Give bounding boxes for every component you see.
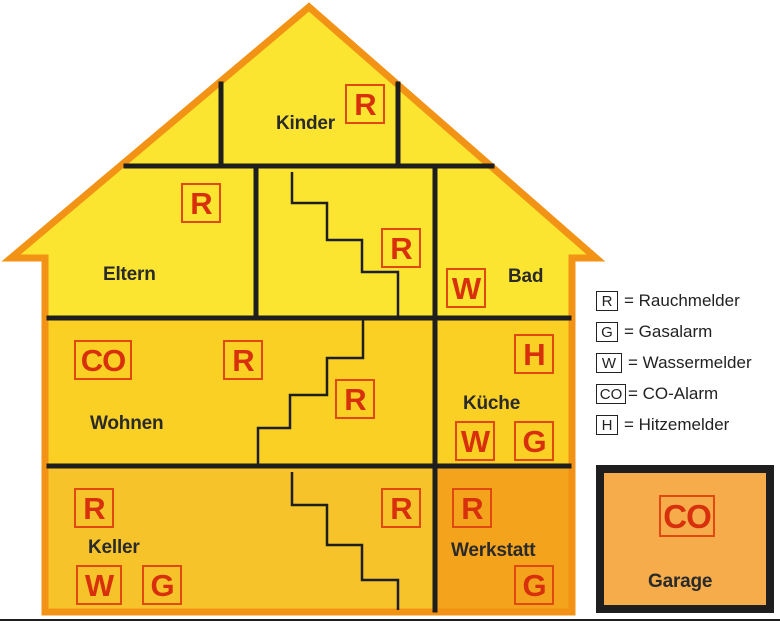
detector-wohnen-co: CO	[74, 340, 132, 380]
legend-label: = Rauchmelder	[624, 291, 740, 310]
room-label-eltern: Eltern	[103, 264, 156, 285]
detector-kueche-water: W	[455, 421, 495, 461]
legend-code-box: W	[596, 353, 622, 373]
detector-kinder-smoke: R	[345, 84, 385, 124]
ground-floor-fill	[48, 319, 569, 466]
legend-label: = Wassermelder	[628, 353, 752, 372]
detector-keller-water: W	[76, 565, 122, 605]
legend-code-box: R	[596, 291, 618, 311]
room-label-keller: Keller	[88, 537, 140, 558]
legend-code-box: H	[596, 415, 618, 435]
detector-wohnen-smoke: R	[223, 340, 263, 380]
detector-keller-gas: G	[142, 565, 182, 605]
legend-label: = Hitzemelder	[624, 415, 730, 434]
detector-bad-water: W	[446, 268, 486, 308]
legend-item: H = Hitzemelder	[596, 414, 729, 436]
room-label-kueche: Küche	[463, 393, 521, 414]
detector-stair-upper-smoke: R	[381, 228, 421, 268]
legend-item: W = Wassermelder	[596, 352, 752, 374]
workshop-fill	[437, 466, 569, 610]
legend-code-box: CO	[596, 384, 626, 404]
detector-stair-lower-smoke: R	[381, 488, 421, 528]
detector-kueche-heat: H	[514, 334, 554, 374]
detector-stair-middle-smoke: R	[335, 379, 375, 419]
room-label-werkstatt: Werkstatt	[451, 540, 536, 561]
legend-item: R = Rauchmelder	[596, 290, 740, 312]
detector-garage-co: CO	[659, 495, 715, 537]
detector-werkstatt-smoke: R	[452, 488, 492, 528]
room-label-bad: Bad	[508, 266, 544, 287]
room-label-kinder: Kinder	[276, 113, 335, 134]
detector-keller-smoke: R	[74, 488, 114, 528]
legend-item: CO = CO-Alarm	[596, 383, 718, 405]
detector-kueche-gas: G	[514, 421, 554, 461]
legend-code-box: G	[596, 322, 618, 342]
detector-werkstatt-gas: G	[514, 565, 554, 605]
legend-label: = CO-Alarm	[628, 384, 719, 403]
room-label-wohnen: Wohnen	[90, 413, 164, 434]
room-label-garage: Garage	[648, 571, 713, 592]
interior-walls	[46, 81, 572, 613]
detector-eltern-smoke: R	[181, 183, 221, 223]
legend-item: G = Gasalarm	[596, 321, 712, 343]
stairs	[256, 172, 400, 610]
legend-label: = Gasalarm	[624, 322, 713, 341]
house-outline	[1, 2, 606, 616]
